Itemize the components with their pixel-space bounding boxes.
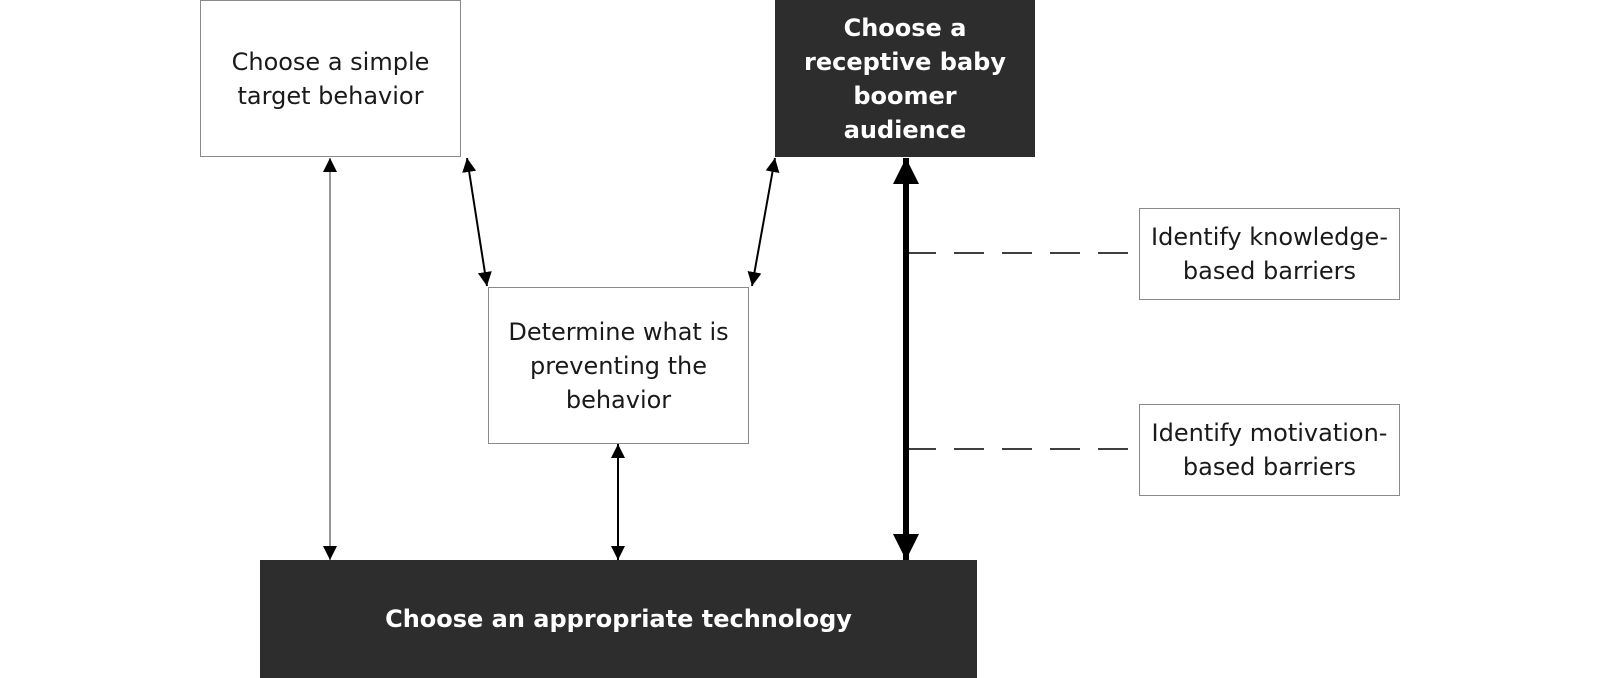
box-choose-simple-target-behavior: Choose a simple target behavior (200, 0, 461, 157)
box-label: Determine what is preventing the behavio… (508, 317, 729, 414)
box-label: Identify motivation-based barriers (1151, 419, 1388, 481)
box-choose-receptive-audience: Choose a receptive baby boomer audience (775, 0, 1035, 157)
box-label: Choose an appropriate technology (385, 605, 852, 633)
box-identify-motivation-barriers: Identify motivation-based barriers (1139, 404, 1400, 496)
box-label: Identify knowledge-based barriers (1151, 223, 1388, 285)
box-choose-appropriate-technology: Choose an appropriate technology (260, 560, 977, 678)
arrow-audience-to-preventing (747, 157, 780, 287)
arrow-simple-to-preventing (462, 157, 492, 287)
box-label: Choose a simple target behavior (231, 47, 430, 110)
box-identify-knowledge-barriers: Identify knowledge-based barriers (1139, 208, 1400, 300)
box-determine-preventing: Determine what is preventing the behavio… (488, 287, 749, 444)
box-label: Choose a receptive baby boomer audience (804, 13, 1006, 144)
